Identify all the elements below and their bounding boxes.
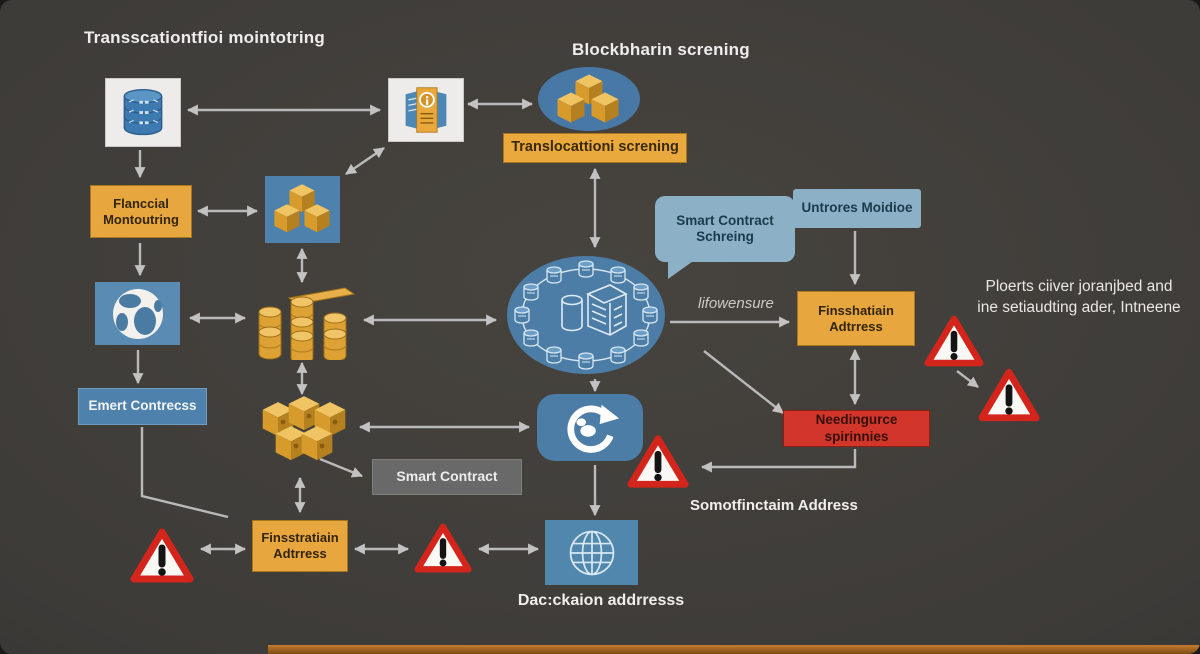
warning-triangle-icon: [978, 367, 1040, 424]
finsstratiain-address-box: Finsstratiain Adtrress: [252, 520, 348, 572]
right-note-line1: Ploerts ciiver joranjbed and: [985, 278, 1173, 295]
finsshatiain-address-box: Finsshatiain Adtrress: [797, 291, 915, 346]
gold-packages-icon: [262, 396, 346, 461]
warning-triangle-icon: [627, 432, 689, 492]
blockchain-ellipse: [538, 67, 640, 131]
coin-stacks: [253, 286, 356, 364]
connector: [700, 449, 857, 473]
financial-monitoring-box: Flanccial Montoutring: [90, 185, 192, 238]
database-cylinder-icon: [123, 88, 163, 135]
translocation-screening-banner: Translocattioni screning: [503, 133, 687, 163]
connector: [319, 457, 364, 478]
alert-red-box: Needingurce spirinnies: [783, 410, 930, 447]
blockchain-network-ring-icon: [507, 256, 665, 374]
connector: [140, 427, 229, 519]
somotfinctaim-address-label: Somotfinctaim Address: [690, 497, 858, 514]
circular-refresh-icon: [567, 404, 619, 453]
right-note-line2: ine setiaudting ader, Intneene: [977, 299, 1181, 316]
gold-coin-stacks-icon: [258, 287, 356, 364]
brochure-info-icon: [405, 87, 447, 133]
bottom-accent-bar: [268, 645, 1200, 654]
emert-contress-box: Emert Contrecss: [78, 388, 207, 425]
cubes-square: [265, 176, 340, 243]
blockchain-network-cluster: [504, 252, 668, 378]
warning-triangle-icon: [414, 521, 472, 576]
unfrores-moidioe-label: Untrores Moidioe: [793, 189, 921, 228]
blockchain-cubes-icon: [557, 74, 619, 123]
document-card: [388, 78, 464, 142]
title-blockchain-screening: Blockbharin screning: [572, 40, 750, 59]
connector: [345, 147, 385, 175]
blockchain-cubes-icon: [274, 184, 330, 233]
right-note: Ploerts ciiver joranjbed and ine setiaud…: [958, 276, 1200, 318]
connector: [703, 350, 784, 414]
lifowensure-label: lifowensure: [698, 295, 774, 312]
smart-contract-bubble: Smart Contract Schreing: [655, 196, 795, 262]
wireframe-globe-icon: [569, 530, 614, 575]
smart-contract-box: Smart Contract: [372, 459, 522, 495]
sync-node: [537, 394, 643, 461]
blockchain-address-caption: Dac:ckaion addrresss: [517, 592, 685, 609]
globe-icon: [112, 288, 163, 339]
connector: [956, 370, 979, 388]
packages-cluster: [256, 396, 356, 472]
globe-square: [95, 282, 180, 345]
warning-triangle-icon: [924, 314, 984, 369]
title-transaction-monitoring: Transscationtfioi mointotring: [84, 28, 325, 47]
database-card: [105, 78, 181, 147]
bubble-tail: [668, 259, 696, 279]
wireframe-globe-square: [545, 520, 638, 585]
warning-triangle-icon: [130, 527, 194, 585]
